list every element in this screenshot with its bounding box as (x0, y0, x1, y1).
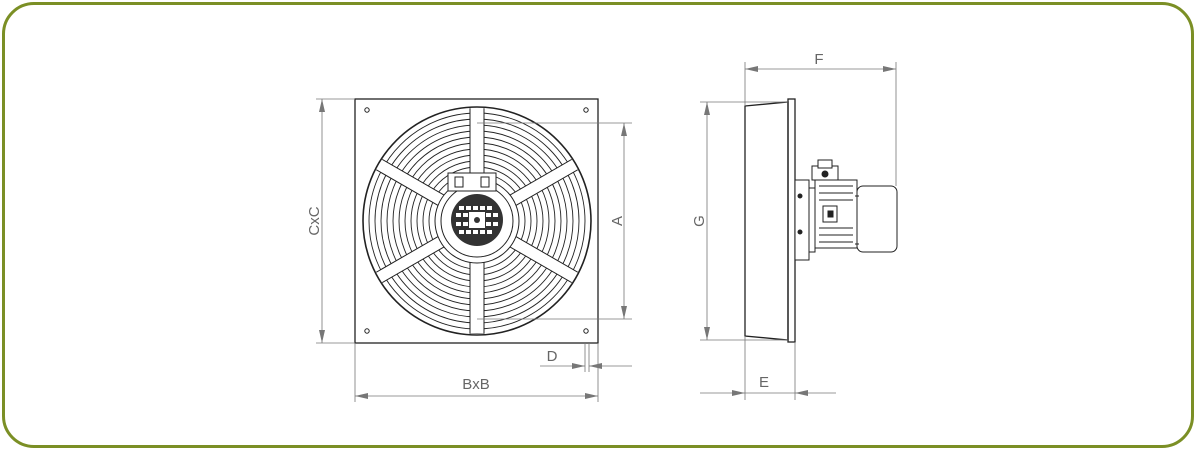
dimension-d (540, 343, 632, 372)
dimension-a (477, 122, 632, 320)
guard-outer-ring (362, 106, 592, 336)
dimension-bxb (354, 343, 599, 402)
motor-body (794, 159, 898, 261)
fan-housing (744, 101, 789, 341)
rounded-frame (2, 2, 1194, 448)
dimension-f-label: F (814, 51, 823, 68)
guard-spokes (364, 108, 590, 334)
flange-plate (787, 98, 796, 343)
dimension-g-label: G (691, 215, 708, 227)
mounting-plate (354, 98, 599, 344)
motor-hub (434, 172, 520, 264)
side-view: F G E (691, 51, 898, 400)
front-view: A CxC BxB D (306, 98, 632, 402)
dimension-cxc-label: CxC (306, 206, 323, 235)
dimension-d-label: D (547, 348, 558, 365)
dimension-f (744, 62, 897, 186)
dimension-cxc (316, 98, 355, 344)
dimension-e (700, 336, 836, 400)
mounting-holes (364, 107, 589, 334)
dimension-g (700, 101, 788, 341)
dimension-a-label: A (609, 216, 626, 226)
dimension-bxb-label: BxB (462, 376, 490, 393)
dimension-e-label: E (759, 374, 769, 391)
